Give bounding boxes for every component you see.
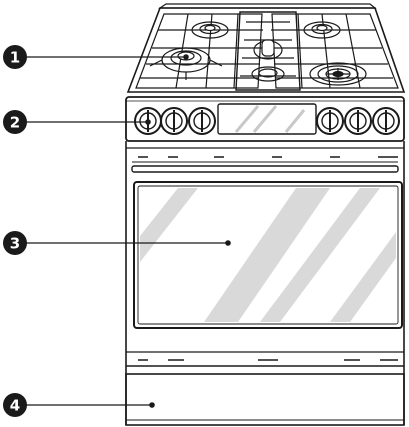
knob-left-2 [160,107,188,135]
callout-marker-2: 2 [3,110,27,134]
glass-reflection [140,188,396,322]
burner-rear-right [303,21,341,39]
callout-marker-3: 3 [3,231,27,255]
knob-right-3 [372,107,400,135]
storage-drawer [125,373,405,426]
knob-right-2 [344,107,372,135]
control-panel [125,96,405,142]
control-display [217,103,317,135]
burners [149,21,367,86]
callout-leaders [26,54,231,408]
callout-number-4: 4 [10,397,20,415]
grate-right [271,13,399,89]
knob-left-3 [188,107,216,135]
oven-window [133,181,403,329]
oven-door-handle [131,165,399,173]
callout-marker-1: 1 [3,45,27,69]
burner-center [251,39,285,82]
callout-number-3: 3 [10,235,20,253]
callout-number-1: 1 [10,49,20,67]
burner-front-left [149,47,223,80]
callout-number-2: 2 [10,114,20,132]
burner-rear-left [191,21,229,39]
knob-right-1 [316,107,344,135]
callout-marker-4: 4 [3,393,27,417]
knobs [134,107,400,135]
center-griddle [235,11,301,91]
grate-left [135,13,263,89]
burner-front-right [309,62,367,86]
oven-body [125,141,405,426]
